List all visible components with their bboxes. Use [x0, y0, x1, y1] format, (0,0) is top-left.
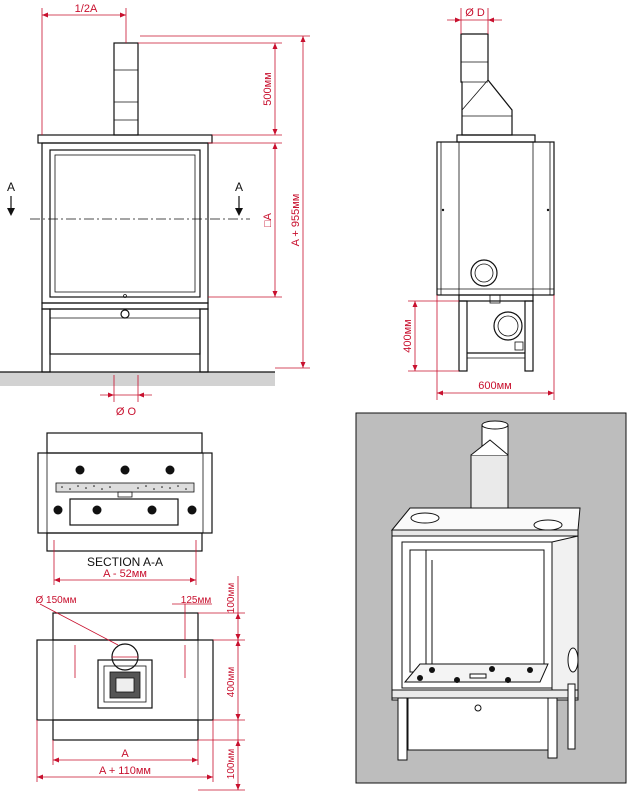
top-view: Ø 150мм 125мм 100мм 400мм 100мм A A + 11… [36, 576, 245, 791]
section-mark-right: A [235, 180, 243, 194]
top-flue-outlet [97, 659, 153, 709]
side-air-inlet-upper [470, 259, 498, 287]
section-mark-left: A [7, 180, 15, 194]
section-dim-width: A - 52мм [103, 568, 147, 580]
side-air-inlet-lower [493, 311, 523, 341]
side-leg-front [458, 300, 468, 372]
front-ash-drawer [49, 308, 201, 355]
dim-flue-height: 500мм [262, 72, 274, 105]
front-top-plate [37, 134, 213, 144]
dim-outlet-diameter: Ø O [116, 406, 137, 418]
top-dim-total-width: A + 110мм [99, 765, 151, 777]
side-dim-leg-height: 400мм [402, 319, 414, 352]
isometric-render [355, 412, 627, 784]
top-dim-offset: 125мм [181, 595, 212, 606]
top-dim-depth: 400мм [226, 667, 237, 698]
front-body [41, 142, 209, 304]
side-leg-back [524, 300, 534, 372]
front-view: A A 1/2A 500мм □A A + 955мм Ø O [0, 3, 310, 418]
top-dim-back-margin: 100мм [226, 583, 237, 614]
side-dim-depth: 600мм [478, 380, 511, 392]
section-view: SECTION A-A A - 52мм [37, 432, 213, 585]
front-leg-left [41, 308, 51, 373]
dim-half-a: 1/2A [75, 3, 98, 15]
side-body [436, 141, 555, 296]
section-title: SECTION A-A [87, 555, 163, 569]
front-glass [54, 154, 196, 293]
dim-total-height: A + 955мм [290, 194, 302, 247]
front-glass-frame [49, 149, 201, 298]
front-drawer-knob [120, 309, 130, 319]
top-dim-front-margin: 100мм [226, 749, 237, 780]
top-dim-width: A [121, 748, 129, 760]
side-top-plate [456, 134, 536, 143]
front-base-plate [41, 302, 209, 310]
floor [0, 372, 275, 386]
front-flue-pipe [113, 42, 139, 136]
side-view: Ø D 400мм 600мм [402, 7, 555, 400]
side-flue-pipe [460, 33, 513, 136]
section-grate [55, 482, 195, 493]
top-dim-flue-diameter: Ø 150мм [36, 595, 77, 606]
dim-square-a: □A [262, 212, 274, 227]
side-dim-flue-diameter: Ø D [465, 7, 485, 19]
front-leg-right [199, 308, 209, 373]
